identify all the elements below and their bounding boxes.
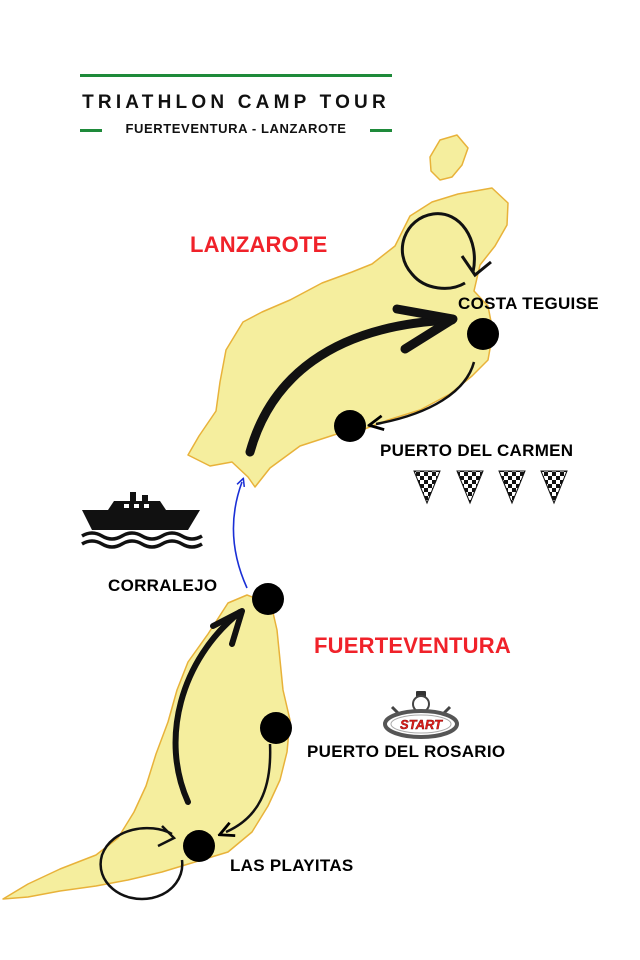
checkered-flag-icon	[456, 470, 484, 505]
header-rule-right	[370, 129, 392, 132]
stop-label-las-playitas: LAS PLAYITAS	[230, 856, 354, 875]
header-rule-top	[80, 74, 392, 77]
marker-corralejo[interactable]	[252, 583, 284, 615]
checkered-flag-icon	[540, 470, 568, 505]
checkered-flag-icon	[413, 470, 441, 505]
arrow-to-las-playitas	[226, 743, 272, 832]
marker-las-playitas[interactable]	[183, 830, 215, 862]
fuerteventura-island	[2, 594, 291, 900]
island-label-lanzarote: LANZAROTE	[190, 232, 328, 257]
stopwatch-icon: START	[383, 691, 459, 739]
island-label-fuerteventura: FUERTEVENTURA	[314, 633, 511, 658]
route-arrow-to-costa-teguise	[245, 315, 457, 457]
loop-arrow-las-playitas	[99, 826, 184, 901]
route-arrowhead-costa-teguise	[392, 304, 458, 354]
page-title: TRIATHLON CAMP TOUR	[82, 92, 390, 113]
loop-arrowhead-costa-teguise	[460, 255, 492, 278]
stop-label-puerto-del-carmen: PUERTO DEL CARMEN	[380, 441, 574, 460]
checkered-flag-icons	[413, 470, 568, 505]
arrow-to-puerto-del-carmen	[376, 361, 476, 424]
marker-costa-teguise[interactable]	[467, 318, 499, 350]
ferry-route-arrow	[232, 482, 248, 589]
route-arrowhead-corralejo	[210, 608, 245, 647]
loop-arrowhead-las-playitas	[157, 825, 177, 848]
stop-label-puerto-del-rosario: PUERTO DEL ROSARIO	[307, 742, 506, 761]
route-arrow-to-corralejo	[172, 609, 243, 805]
marker-puerto-del-rosario[interactable]	[260, 712, 292, 744]
stopwatch-start-text: START	[400, 717, 443, 732]
stop-label-corralejo: CORRALEJO	[108, 576, 218, 595]
loop-arrow-costa-teguise	[400, 212, 476, 290]
header-rule-left	[80, 129, 102, 132]
page-subtitle: FUERTEVENTURA - LANZAROTE	[125, 121, 347, 136]
ferry-icon	[81, 492, 203, 549]
marker-puerto-del-carmen[interactable]	[334, 410, 366, 442]
checkered-flag-icon	[498, 470, 526, 505]
stop-label-costa-teguise: COSTA TEGUISE	[458, 294, 599, 313]
